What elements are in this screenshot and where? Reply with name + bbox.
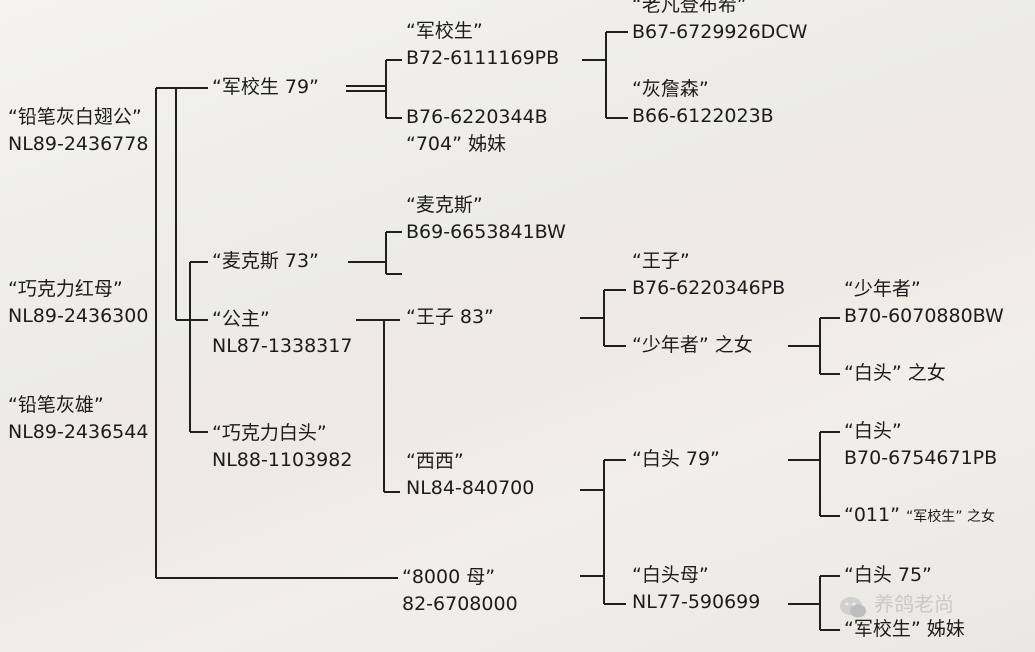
- pigeon-chocolate-red-hen: “巧克力红母” NL89-2436300: [8, 276, 148, 330]
- pigeon-name: “王子”: [632, 250, 690, 272]
- ring-number: NL88-1103982: [212, 449, 353, 471]
- pigeon-name: “白头” 之女: [844, 362, 946, 384]
- pigeon-name: “灰詹森”: [632, 78, 709, 100]
- pigeon-maikesi: “麦克斯” B69-6653841BW: [406, 192, 566, 246]
- pigeon-name: “麦克斯”: [406, 194, 483, 216]
- ring-number: B76-6220344B: [406, 106, 548, 128]
- pigeon-name: “白头 75”: [844, 564, 932, 586]
- ring-number: B72-6111169PB: [406, 47, 560, 69]
- ring-number: B67-6729926DCW: [632, 21, 808, 43]
- pigeon-name: “麦克斯 73”: [212, 250, 319, 272]
- pigeon-011: “011” “军校生” 之女: [844, 502, 995, 531]
- pigeon-name: “王子 83”: [406, 306, 494, 328]
- pigeon-chocolate-white-head: “巧克力白头” NL88-1103982: [212, 420, 352, 474]
- pigeon-baitou-75: “白头 75”: [844, 562, 932, 589]
- watermark-text: 养鸽老尚: [874, 592, 954, 616]
- pigeon-baitou-daughter: “白头” 之女: [844, 360, 946, 387]
- ring-number: B69-6653841BW: [406, 221, 566, 243]
- ring-number: NL89-2436300: [8, 305, 149, 327]
- pigeon-name: “军校生 79”: [212, 76, 319, 98]
- pigeon-junxiaosheng: “军校生” B72-6111169PB: [406, 18, 559, 72]
- pigeon-shaonianzhe: “少年者” B70-6070880BW: [844, 276, 1004, 330]
- ring-number: B66-6122023B: [632, 105, 774, 127]
- pigeon-junxiaosheng-sister: “军校生” 姊妹: [844, 616, 965, 643]
- pigeon-shaonianzhe-daughter: “少年者” 之女: [632, 332, 753, 359]
- pigeon-gongzhu: “公主” NL87-1338317: [212, 306, 352, 360]
- pigeon-name: “军校生” 姊妹: [844, 618, 965, 640]
- watermark: 养鸽老尚: [838, 582, 1028, 630]
- pigeon-pencil-white-wing-cock: “铅笔灰白翅公” NL89-2436778: [8, 104, 148, 158]
- pigeon-name: “巧克力红母”: [8, 278, 123, 300]
- pigeon-pencil-cock: “铅笔灰雄” NL89-2436544: [8, 392, 148, 446]
- pigeon-name: “少年者” 之女: [632, 334, 753, 356]
- pigeon-wangzi: “王子” B76-6220346PB: [632, 248, 785, 302]
- pigeon-name: “西西”: [406, 450, 464, 472]
- pigeon-name: “白头 79”: [632, 448, 720, 470]
- pigeon-name: “白头”: [844, 420, 902, 442]
- pigeon-name: “011”: [844, 504, 900, 526]
- ring-number: 82-6708000: [402, 593, 518, 615]
- pigeon-name: “铅笔灰雄”: [8, 394, 104, 416]
- pigeon-name: “8000 母”: [402, 566, 496, 588]
- ring-number: NL77-590699: [632, 591, 761, 613]
- pigeon-junxiaosheng-79: “军校生 79”: [212, 74, 319, 101]
- pigeon-8000-hen: “8000 母” 82-6708000: [402, 564, 518, 618]
- pigeon-maikesi-73: “麦克斯 73”: [212, 248, 319, 275]
- ring-number: B76-6220346PB: [632, 277, 786, 299]
- ring-number: NL87-1338317: [212, 335, 353, 357]
- pigeon-704-sister: B76-6220344B “704” 姊妹: [406, 104, 548, 158]
- pigeon-name: “公主”: [212, 308, 270, 330]
- ring-number: NL84-840700: [406, 477, 535, 499]
- pigeon-lao-fandengbuxi: “老凡登布希” B67-6729926DCW: [632, 0, 807, 46]
- pigeon-name: “少年者”: [844, 278, 921, 300]
- pigeon-name: “军校生”: [406, 20, 483, 42]
- pigeon-hui-zhansen: “灰詹森” B66-6122023B: [632, 76, 774, 130]
- pigeon-baitou-79: “白头 79”: [632, 446, 720, 473]
- ring-number: NL89-2436544: [8, 421, 149, 443]
- ring-number: B70-6070880BW: [844, 305, 1004, 327]
- pigeon-name: “巧克力白头”: [212, 422, 327, 444]
- pigeon-name: “铅笔灰白翅公”: [8, 106, 142, 128]
- pigeon-name: “704” 姊妹: [406, 133, 506, 155]
- pigeon-parent-note: “军校生” 之女: [906, 509, 995, 525]
- pigeon-name: “老凡登布希”: [632, 0, 747, 16]
- wechat-icon: [840, 597, 866, 618]
- pigeon-name: “白头母”: [632, 564, 709, 586]
- pigeon-xixi: “西西” NL84-840700: [406, 448, 534, 502]
- pigeon-baitou: “白头” B70-6754671PB: [844, 418, 997, 472]
- ring-number: NL89-2436778: [8, 133, 149, 155]
- pigeon-wangzi-83: “王子 83”: [406, 304, 494, 331]
- pigeon-baitou-hen: “白头母” NL77-590699: [632, 562, 760, 616]
- ring-number: B70-6754671PB: [844, 447, 998, 469]
